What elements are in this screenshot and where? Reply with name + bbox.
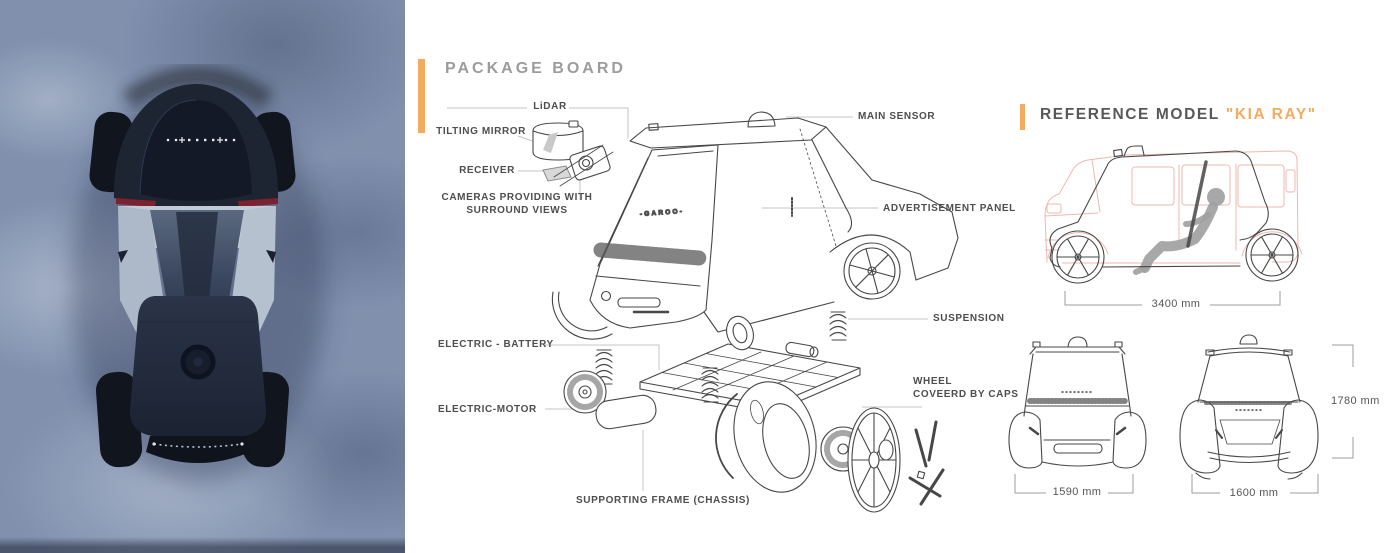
dim-length: 3400 mm [1151, 298, 1201, 310]
dim-front-width: 1590 mm [1052, 486, 1102, 498]
front-width-bracket [1014, 474, 1134, 494]
reference-model-name: "KIA RAY" [1225, 106, 1317, 123]
rear-width-bracket [1191, 474, 1319, 494]
lidar-unit-sketch [532, 120, 584, 161]
loose-spokes-sketch [908, 420, 945, 506]
side-view-sketch [1044, 145, 1303, 284]
dot-matrix-logo [166, 137, 236, 143]
reference-model-title-text: REFERENCE MODEL [1040, 106, 1220, 123]
rear-view-sketch [1179, 334, 1319, 480]
dim-height: 1780 mm [1331, 395, 1380, 407]
front-grille-hatch [593, 242, 707, 266]
height-bracket [1332, 344, 1354, 459]
label-cameras-line1: CAMERAS PROVIDING WITH [441, 192, 593, 203]
suspension-springs [595, 311, 847, 403]
rear-light-strip [153, 443, 243, 448]
reference-model-title: REFERENCE MODEL "KIA RAY" [1040, 106, 1317, 124]
label-cameras-line2: SURROUND VIEWS [466, 204, 568, 216]
kia-ray-ghost-outline [1044, 150, 1303, 264]
label-lidar: LiDAR [533, 101, 567, 112]
rear-bumper [146, 436, 250, 463]
rear-tire-sketch [733, 381, 817, 493]
label-electric-motor: ELECTRIC-MOTOR [438, 404, 537, 415]
label-cameras: CAMERAS PROVIDING WITH SURROUND VIEWS [436, 192, 598, 217]
label-supporting-frame: SUPPORTING FRAME (CHASSIS) [576, 495, 750, 506]
label-wheel-line1: WHEEL [913, 376, 953, 387]
label-electric-battery: ELECTRIC - BATTERY [438, 339, 554, 350]
reference-model-accent-bar [1020, 104, 1025, 130]
package-board-accent-bar [418, 59, 425, 133]
dimension-brackets [1014, 291, 1354, 494]
wheel-cover-sketch [847, 407, 901, 513]
driver-silhouette [1133, 188, 1225, 275]
chassis-sketch [563, 311, 945, 513]
label-receiver: RECEIVER [459, 165, 515, 176]
sketch-logo-text: -GAROO- [640, 208, 685, 218]
label-advertisement-panel: ADVERTISEMENT PANEL [883, 203, 1016, 214]
concept-side-outline [1049, 145, 1299, 284]
front-view-sketch [1008, 336, 1147, 469]
receiver-camera-sketch [542, 144, 614, 187]
car-render [70, 66, 326, 483]
electric-motor-sketch [595, 394, 657, 430]
length-bracket [1064, 291, 1281, 306]
left-red-accent [116, 198, 156, 207]
roof-main-sensor [747, 111, 776, 128]
label-suspension: SUSPENSION [933, 313, 1005, 324]
right-red-accent [238, 198, 278, 207]
vehicle-body-sketch: -GAROO- [551, 111, 959, 340]
label-tilting-mirror: TILTING MIRROR [436, 126, 526, 137]
label-main-sensor: MAIN SENSOR [858, 111, 936, 122]
vehicle-top-view-render [70, 66, 326, 483]
vehicle-top-view-photo [0, 0, 405, 553]
label-wheel-caps: WHEEL COVEERD BY CAPS [913, 376, 1019, 401]
label-wheel-line2: COVEERD BY CAPS [913, 388, 1019, 400]
dim-rear-width: 1600 mm [1229, 487, 1279, 499]
rear-left-wheel [95, 371, 143, 468]
package-board-title: PACKAGE BOARD [445, 60, 626, 77]
